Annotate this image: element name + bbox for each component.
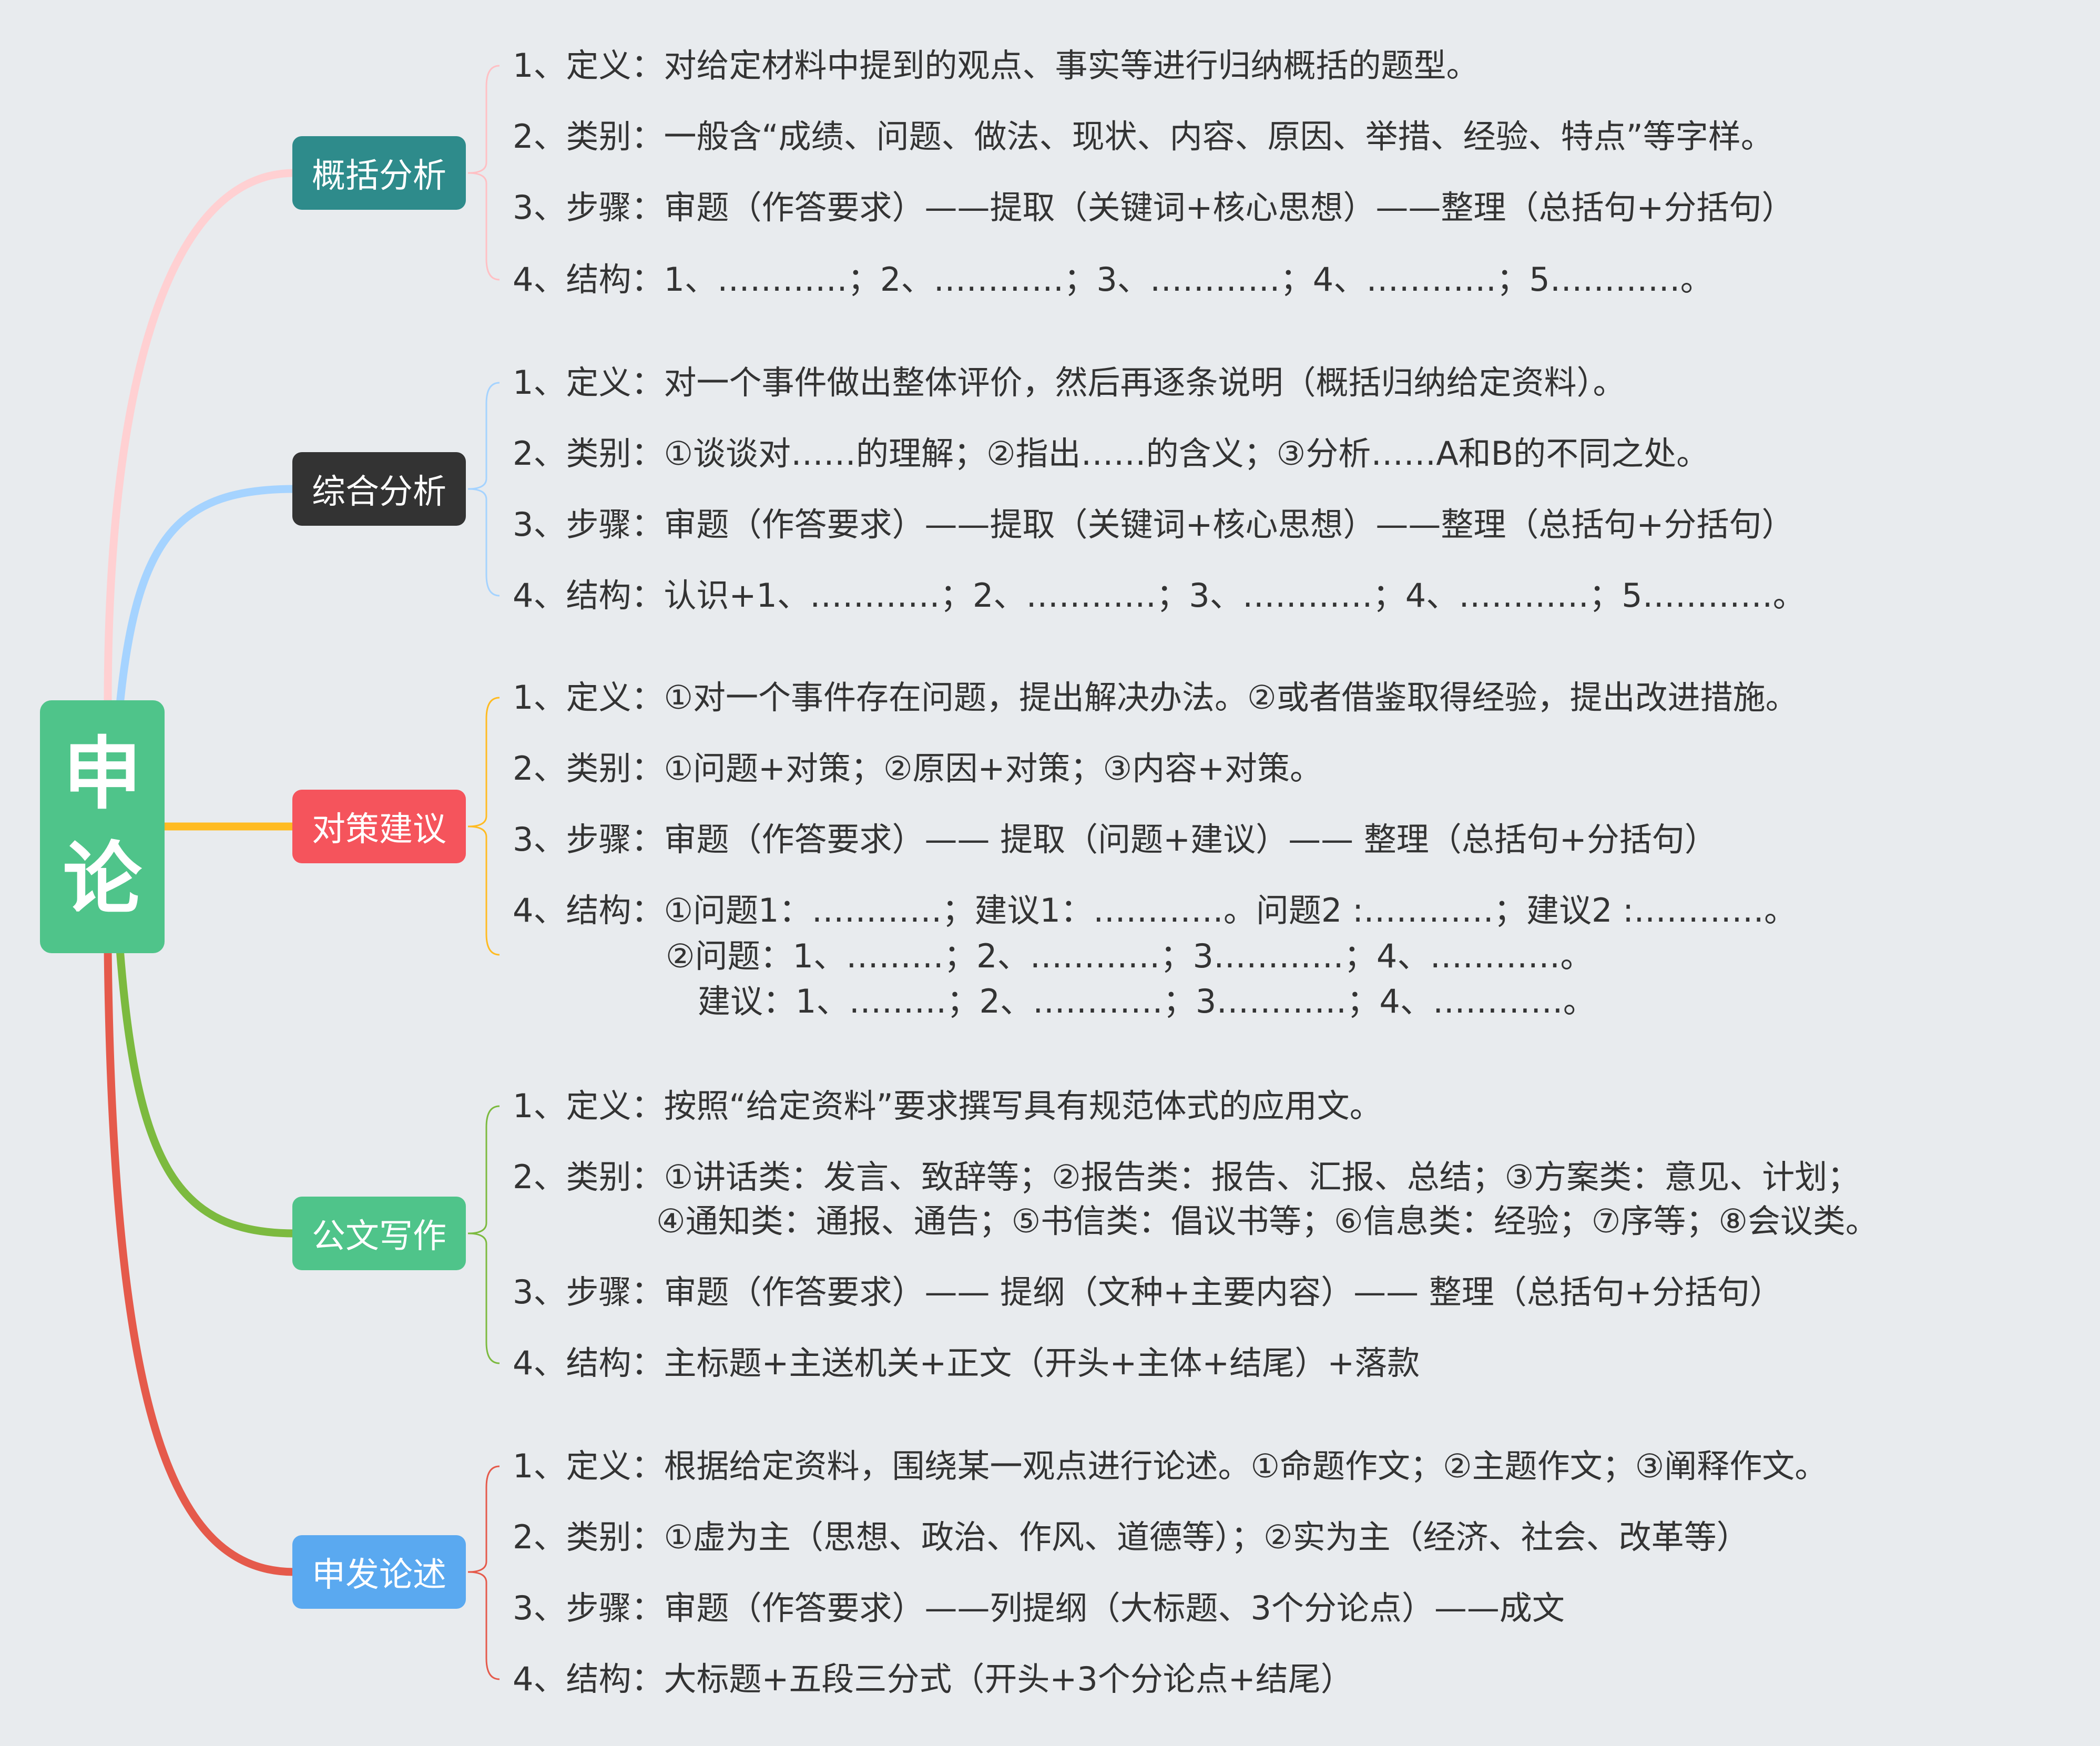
bracket-5 xyxy=(467,1465,500,1680)
leaf-text[interactable]: 3、步骤：审题（作答要求）——列提纲（大标题、3个分论点）——成文 xyxy=(513,1589,1565,1627)
leaf-text[interactable]: 2、类别：①谈谈对……的理解；②指出……的含义；③分析……A和B的不同之处。 xyxy=(513,434,1709,473)
bracket-2 xyxy=(467,382,500,597)
leaf-text-continued: ②问题：1、………；2、…………；3…………；4、…………。 xyxy=(666,937,1593,975)
branch-node-3[interactable]: 对策建议 xyxy=(292,790,466,863)
link-branch-5 xyxy=(104,945,299,1576)
leaf-text[interactable]: 4、结构：①问题1：…………；建议1：…………。问题2 :…………；建议2 :…… xyxy=(513,891,1797,930)
leaf-text[interactable]: 2、类别：①问题+对策；②原因+对策；③内容+对策。 xyxy=(513,749,1323,788)
leaf-text[interactable]: 3、步骤：审题（作答要求）——提取（关键词+核心思想）——整理（总括句+分括句） xyxy=(513,505,1795,544)
root-char-1: 申 xyxy=(63,728,142,820)
root-node[interactable]: 申 论 xyxy=(40,700,165,953)
leaf-text[interactable]: 4、结构：主标题+主送机关+正文（开头+主体+结尾）+落款 xyxy=(513,1344,1420,1382)
branch-node-1[interactable]: 概括分析 xyxy=(292,136,466,210)
leaf-text[interactable]: 2、类别：①虚为主（思想、政治、作风、道德等）；②实为主（经济、社会、改革等） xyxy=(513,1518,1749,1556)
leaf-text[interactable]: 1、定义：根据给定资料，围绕某一观点进行论述。①命题作文；②主题作文；③阐释作文… xyxy=(513,1447,1828,1485)
bracket-1 xyxy=(467,65,500,281)
link-branch-2 xyxy=(116,485,299,709)
bracket-4 xyxy=(467,1105,500,1364)
leaf-text[interactable]: 1、定义：按照“给定资料”要求撰写具有规范体式的应用文。 xyxy=(513,1087,1382,1125)
leaf-text[interactable]: 3、步骤：审题（作答要求）—— 提取（问题+建议）—— 整理（总括句+分括句） xyxy=(513,820,1717,859)
link-branch-1 xyxy=(104,169,299,709)
branch-node-2[interactable]: 综合分析 xyxy=(292,452,466,526)
link-branch-4 xyxy=(116,945,299,1238)
leaf-text-continued: ④通知类：通报、通告；⑤书信类：倡议书等；⑥信息类：经验；⑦序等；⑧会议类。 xyxy=(656,1202,1878,1240)
leaf-text[interactable]: 4、结构：1、…………；2、…………；3、…………；4、…………；5…………。 xyxy=(513,260,1713,299)
leaf-text[interactable]: 3、步骤：审题（作答要求）—— 提纲（文种+主要内容）—— 整理（总括句+分括句… xyxy=(513,1273,1782,1311)
leaf-text[interactable]: 1、定义：对给定材料中提到的观点、事实等进行归纳概括的题型。 xyxy=(513,46,1479,85)
leaf-text[interactable]: 1、定义：对一个事件做出整体评价，然后再逐条说明（概括归纳给定资料）。 xyxy=(513,363,1626,402)
leaf-text[interactable]: 2、类别：一般含“成绩、问题、做法、现状、内容、原因、举措、经验、特点”等字样。 xyxy=(513,117,1773,156)
leaf-text[interactable]: 4、结构：大标题+五段三分式（开头+3个分论点+结尾） xyxy=(513,1660,1353,1698)
leaf-text[interactable]: 4、结构：认识+1、…………；2、…………；3、…………；4、…………；5………… xyxy=(513,576,1806,615)
branch-node-5[interactable]: 申发论述 xyxy=(292,1535,466,1609)
branch-node-4[interactable]: 公文写作 xyxy=(292,1197,466,1270)
leaf-text[interactable]: 3、步骤：审题（作答要求）——提取（关键词+核心思想）——整理（总括句+分括句） xyxy=(513,188,1795,227)
leaf-text[interactable]: 1、定义：①对一个事件存在问题，提出解决办法。②或者借鉴取得经验，提出改进措施。 xyxy=(513,678,1798,717)
bracket-3 xyxy=(467,697,500,956)
leaf-text[interactable]: 2、类别：①讲话类：发言、致辞等；②报告类：报告、汇报、总结；③方案类：意见、计… xyxy=(513,1158,1860,1196)
root-char-2: 论 xyxy=(63,833,142,925)
leaf-text-continued: 建议：1、………；2、…………；3…………；4、…………。 xyxy=(698,982,1596,1020)
